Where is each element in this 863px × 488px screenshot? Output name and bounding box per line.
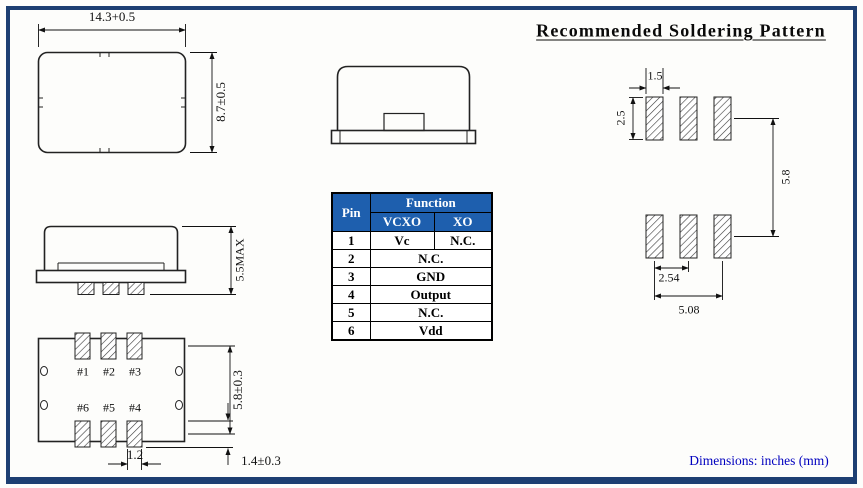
side-view-dimension-lines xyxy=(150,226,236,295)
pad-label-2: #2 xyxy=(103,364,115,379)
table-row: 1 Vc N.C. xyxy=(331,231,493,250)
dim-pattern-pitch: 2.54 xyxy=(658,270,680,285)
pin-number: 4 xyxy=(331,285,371,304)
pad-label-4: #4 xyxy=(129,400,141,415)
table-row: 6 Vdd xyxy=(331,321,493,341)
pin-function: N.C. xyxy=(369,303,493,322)
pin-function: GND xyxy=(369,267,493,286)
pad-label-1: #1 xyxy=(77,364,89,379)
side-view-pads xyxy=(77,282,145,295)
pin-number: 3 xyxy=(331,267,371,286)
table-header-vcxo: VCXO xyxy=(369,212,435,232)
table-row: 4 Output xyxy=(331,285,493,304)
dim-bottom-pad-length: 1.4±0.3 xyxy=(241,453,281,468)
pin-function: Vdd xyxy=(369,321,493,341)
top-view-dimension-lines xyxy=(38,24,217,153)
pin-number: 2 xyxy=(331,249,371,268)
bottom-view-drawing xyxy=(37,332,186,448)
pin-function-xo: N.C. xyxy=(433,231,493,250)
dimensions-note: Dimensions: inches (mm) xyxy=(689,453,829,468)
top-view-drawing xyxy=(37,51,187,154)
pad-label-6: #6 xyxy=(77,400,89,415)
pin-function-vcxo: Vc xyxy=(369,231,435,250)
dim-pattern-row-spacing: 5.8 xyxy=(778,169,793,185)
bottom-view-pads xyxy=(74,332,143,448)
soldering-pattern-dimension-lines xyxy=(629,68,779,300)
dim-top-view-height: 8.7±0.5 xyxy=(213,82,228,122)
side-view-drawing xyxy=(35,225,187,295)
soldering-pattern-drawing xyxy=(645,96,732,259)
table-header-xo: XO xyxy=(433,212,493,232)
pin-function-table: Pin Function VCXO XO 1 Vc N.C. 2 N.C. 3 … xyxy=(331,192,493,341)
pin-function: Output xyxy=(369,285,493,304)
pin-number: 6 xyxy=(331,321,371,341)
table-header-function: Function xyxy=(369,192,493,213)
table-row: 5 N.C. xyxy=(331,303,493,322)
dim-side-view-height: 5.5MAX xyxy=(232,238,247,282)
bottom-view-castellations xyxy=(40,366,183,410)
pad-label-5: #5 xyxy=(103,400,115,415)
soldering-pattern-title: Recommended Soldering Pattern xyxy=(536,20,826,41)
front-view-drawing xyxy=(330,65,477,145)
pin-number: 1 xyxy=(331,231,371,250)
dim-pattern-span: 5.08 xyxy=(678,302,700,317)
dim-bottom-pad-width: 1.2 xyxy=(126,447,144,462)
table-row: 2 N.C. xyxy=(331,249,493,268)
dim-top-view-width: 14.3+0.5 xyxy=(88,9,136,24)
table-header-pin: Pin xyxy=(331,192,371,232)
dim-bottom-row-spacing: 5.8±0.3 xyxy=(230,370,245,410)
table-row: 3 GND xyxy=(331,267,493,286)
pad-label-3: #3 xyxy=(129,364,141,379)
bottom-view-dimension-lines xyxy=(108,345,235,470)
dim-pattern-pad-height: 2.5 xyxy=(613,110,628,126)
dim-pattern-pad-width: 1.5 xyxy=(647,68,663,83)
pin-function: N.C. xyxy=(369,249,493,268)
pin-number: 5 xyxy=(331,303,371,322)
